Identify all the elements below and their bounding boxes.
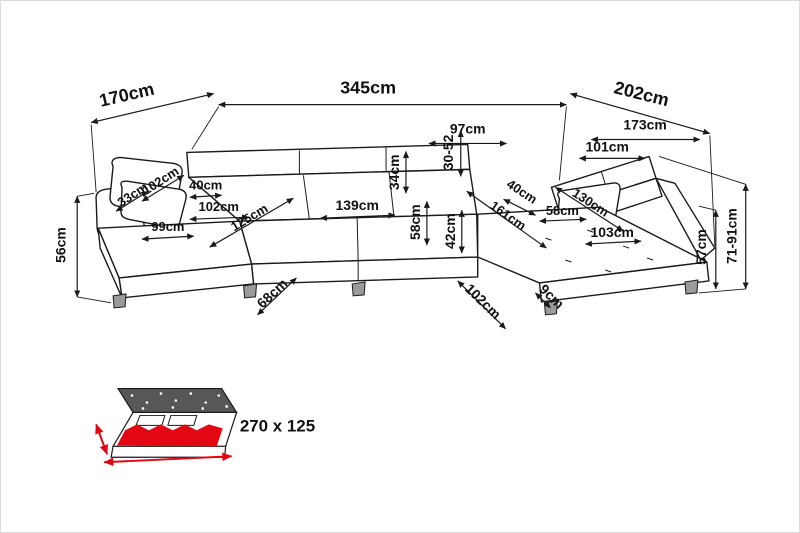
bed-mattress-front <box>110 445 227 458</box>
dim-left-chaise-width: 99cm <box>151 219 184 234</box>
dim-center-seat-width: 139cm <box>335 197 378 213</box>
dim-back-cushion-height: 34cm <box>386 155 402 191</box>
dim-right-chaise-width: 103cm <box>590 224 633 240</box>
dim-right-height-range: 71-91cm <box>724 208 740 264</box>
dim-front-right-depth: 102cm <box>462 280 504 322</box>
dim-left-arm-width: 40cm <box>189 177 222 192</box>
dim-right-back-width: 97cm <box>450 121 486 137</box>
dim-left-back-width: 102cm <box>199 199 239 214</box>
dim-seat-depth: 58cm <box>407 204 423 240</box>
dimension-lines <box>74 92 749 330</box>
dim-backrest-range: 30-52 <box>440 134 456 170</box>
bed-pillow-left <box>135 414 166 426</box>
dim-right-section-width: 173cm <box>623 117 666 133</box>
sofa-legs <box>112 279 699 316</box>
dim-right-seat-height: 57cm <box>693 229 709 265</box>
dim-total-width: 345cm <box>340 78 396 98</box>
bed-width-arrow <box>103 452 233 467</box>
sleeping-function-icon: 270 x 125 <box>95 387 315 467</box>
bed-size-label: 270 x 125 <box>240 416 315 435</box>
headboard-sparkles <box>130 392 228 410</box>
dim-left-height: 56cm <box>52 227 68 263</box>
dim-right-inner-width: 101cm <box>586 138 629 154</box>
bed-pillow-right <box>167 414 198 426</box>
dim-seat-front-height: 42cm <box>442 213 458 249</box>
dim-right-seat-width: 58cm <box>546 203 579 218</box>
bed-depth-arrow <box>95 423 109 455</box>
bed-blanket <box>117 424 223 447</box>
dim-right-depth: 202cm <box>612 77 671 110</box>
dim-left-depth: 170cm <box>97 79 156 111</box>
bed-headboard <box>116 387 238 414</box>
